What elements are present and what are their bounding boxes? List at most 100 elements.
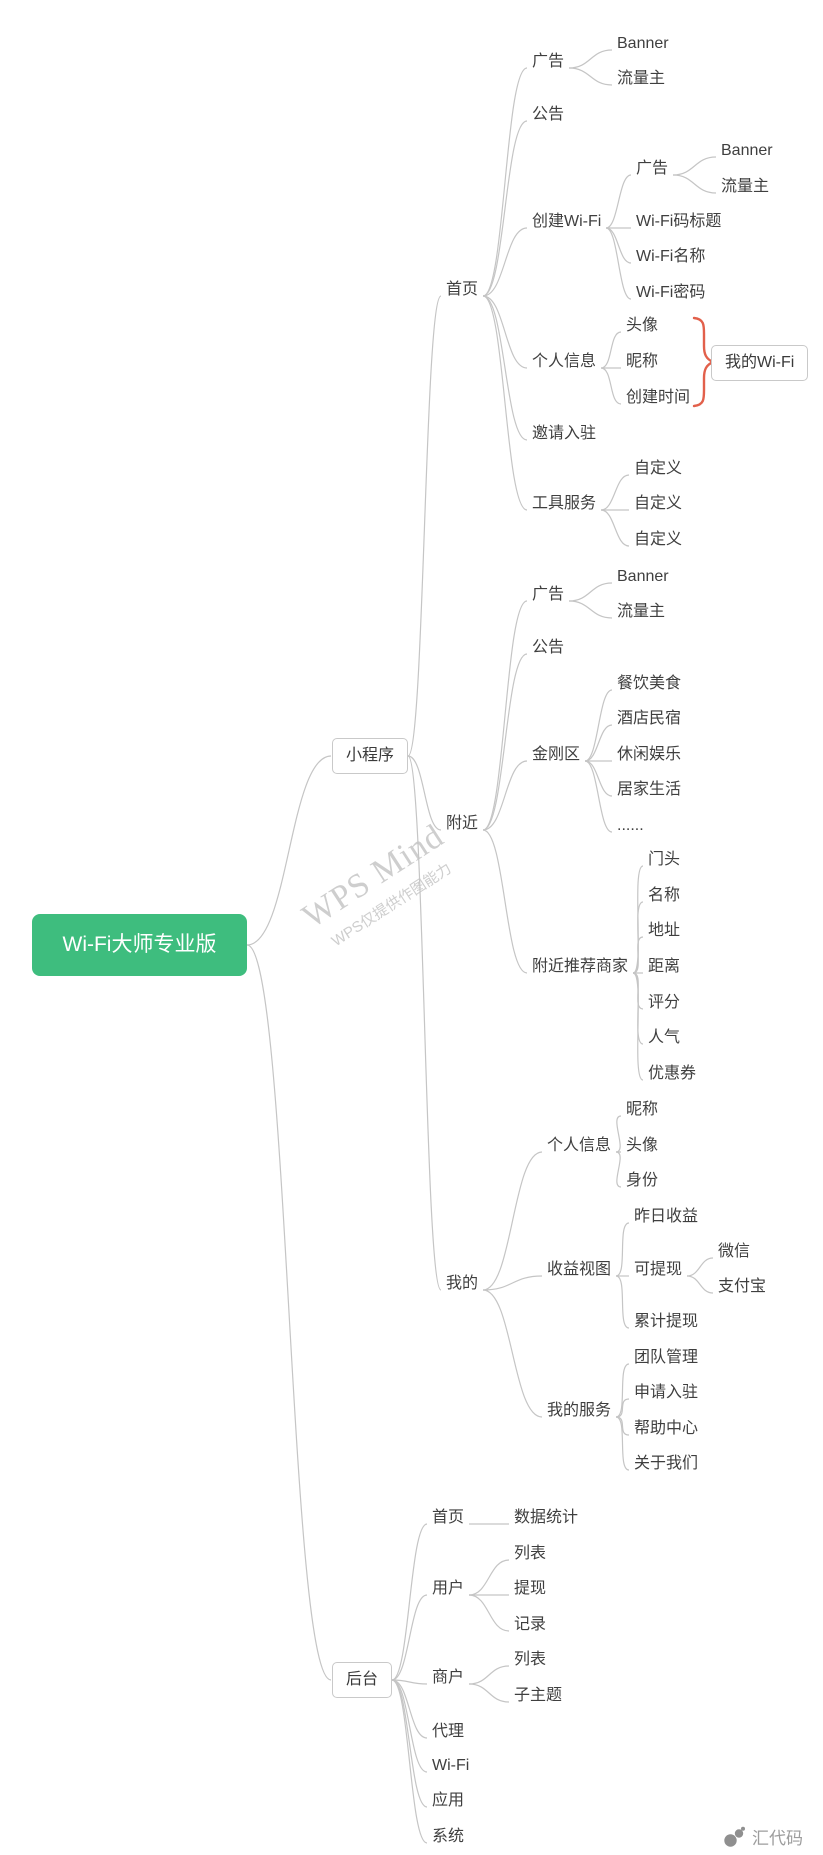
node-nearby-merchants[interactable]: 附近推荐商家 <box>532 958 629 975</box>
node-home-ad-traffic[interactable]: 流量主 <box>617 70 666 87</box>
node-home-create-wifi[interactable]: 创建Wi-Fi <box>532 213 602 230</box>
node-backend-agent[interactable]: 代理 <box>432 1723 465 1740</box>
node-merchant-score[interactable]: 评分 <box>648 994 681 1011</box>
node-home-tools[interactable]: 工具服务 <box>532 495 597 512</box>
node-home-invite[interactable]: 邀请入驻 <box>532 425 597 442</box>
node-create-wifi-password[interactable]: Wi-Fi密码 <box>636 284 706 301</box>
node-users-withdraw[interactable]: 提现 <box>514 1580 547 1597</box>
node-backend-system[interactable]: 系统 <box>432 1828 465 1845</box>
node-diamond-fun[interactable]: 休闲娱乐 <box>617 746 682 763</box>
node-mine-avatar[interactable]: 头像 <box>626 1137 659 1154</box>
node-backend-merchants[interactable]: 商户 <box>432 1669 465 1686</box>
node-home-ad-banner[interactable]: Banner <box>617 35 669 52</box>
edge <box>632 972 644 1010</box>
node-merchant-name[interactable]: 名称 <box>648 887 681 904</box>
node-users-list[interactable]: 列表 <box>514 1545 547 1562</box>
node-nearby-ad-traffic[interactable]: 流量主 <box>617 603 666 620</box>
edge <box>584 724 613 762</box>
node-profile-created[interactable]: 创建时间 <box>626 389 691 406</box>
node-mine-services[interactable]: 我的服务 <box>547 1402 612 1419</box>
node-diamond-hotel[interactable]: 酒店民宿 <box>617 710 682 727</box>
edge <box>672 174 717 194</box>
node-diamond-more[interactable]: ...... <box>617 817 644 834</box>
node-withdraw-wechat[interactable]: 微信 <box>718 1243 751 1260</box>
node-nearby-notice[interactable]: 公告 <box>532 639 565 656</box>
node-services-team[interactable]: 团队管理 <box>634 1349 699 1366</box>
node-create-wifi-name[interactable]: Wi-Fi名称 <box>636 248 706 265</box>
node-mine-revenue[interactable]: 收益视图 <box>547 1261 612 1278</box>
node-profile-avatar[interactable]: 头像 <box>626 317 659 334</box>
edge <box>615 1416 630 1471</box>
node-backend-wifi[interactable]: Wi-Fi <box>432 1757 470 1774</box>
node-create-wifi-code-title[interactable]: Wi-Fi码标题 <box>636 213 722 230</box>
node-users-records[interactable]: 记录 <box>514 1616 547 1633</box>
edge <box>482 600 528 831</box>
node-nearby-diamond[interactable]: 金刚区 <box>532 746 581 763</box>
node-merchant-distance[interactable]: 距离 <box>648 958 681 975</box>
node-mine-profile[interactable]: 个人信息 <box>547 1137 612 1154</box>
edge <box>632 972 644 1045</box>
node-revenue-total[interactable]: 累计提现 <box>634 1313 699 1330</box>
node-merchant-popularity[interactable]: 人气 <box>648 1029 681 1046</box>
node-my-wifi-summary[interactable]: 我的Wi-Fi <box>711 345 809 381</box>
edge <box>391 1679 428 1739</box>
edge <box>632 972 644 1081</box>
node-mini-home[interactable]: 首页 <box>446 281 479 298</box>
node-tools-custom-3[interactable]: 自定义 <box>634 531 683 548</box>
edge <box>605 174 632 229</box>
node-backend-app[interactable]: 应用 <box>432 1792 465 1809</box>
node-home-ad[interactable]: 广告 <box>532 53 565 70</box>
edge <box>568 67 613 86</box>
node-services-help[interactable]: 帮助中心 <box>634 1420 699 1437</box>
edge <box>482 295 528 441</box>
node-nearby-ad-banner[interactable]: Banner <box>617 568 669 585</box>
node-tools-custom-2[interactable]: 自定义 <box>634 495 683 512</box>
node-merchant-coupon[interactable]: 优惠券 <box>648 1065 697 1082</box>
edge <box>672 156 717 176</box>
edge <box>482 1275 543 1291</box>
node-backend-stats[interactable]: 数据统计 <box>514 1509 579 1526</box>
node-create-ad-traffic[interactable]: 流量主 <box>721 178 770 195</box>
edge <box>246 944 332 1681</box>
node-create-ad-banner[interactable]: Banner <box>721 142 773 159</box>
node-mine-identity[interactable]: 身份 <box>626 1172 659 1189</box>
node-diamond-food[interactable]: 餐饮美食 <box>617 675 682 692</box>
node-root[interactable]: Wi-Fi大师专业版 <box>32 914 247 976</box>
node-merchant-address[interactable]: 地址 <box>648 922 681 939</box>
edge <box>482 295 528 369</box>
node-backend[interactable]: 后台 <box>332 1662 393 1698</box>
node-create-ad[interactable]: 广告 <box>636 160 669 177</box>
edge <box>482 295 528 511</box>
node-diamond-home[interactable]: 居家生活 <box>617 781 682 798</box>
brand-name: 汇代码 <box>752 1829 803 1848</box>
node-merchants-subtopic[interactable]: 子主题 <box>514 1687 563 1704</box>
node-home-notice[interactable]: 公告 <box>532 106 565 123</box>
node-nearby-ad[interactable]: 广告 <box>532 586 565 603</box>
node-services-apply[interactable]: 申请入驻 <box>634 1384 699 1401</box>
node-services-about[interactable]: 关于我们 <box>634 1455 699 1472</box>
node-backend-users[interactable]: 用户 <box>432 1580 465 1597</box>
node-mini-mine[interactable]: 我的 <box>446 1275 479 1292</box>
node-profile-nickname[interactable]: 昵称 <box>626 353 659 370</box>
node-revenue-withdrawable[interactable]: 可提现 <box>634 1261 683 1278</box>
node-withdraw-alipay[interactable]: 支付宝 <box>718 1278 767 1295</box>
node-revenue-yesterday[interactable]: 昨日收益 <box>634 1208 699 1225</box>
node-home-profile[interactable]: 个人信息 <box>532 353 597 370</box>
edge <box>686 1257 714 1277</box>
node-backend-home[interactable]: 首页 <box>432 1509 465 1526</box>
node-merchant-front[interactable]: 门头 <box>648 851 681 868</box>
edge <box>584 689 613 762</box>
node-mine-nickname[interactable]: 昵称 <box>626 1101 659 1118</box>
edge <box>391 1594 428 1681</box>
edge <box>482 1289 543 1418</box>
node-merchants-list[interactable]: 列表 <box>514 1651 547 1668</box>
brand-logo-icon <box>724 1826 745 1847</box>
node-miniprogram[interactable]: 小程序 <box>332 738 409 774</box>
edge <box>468 1594 510 1632</box>
edge <box>568 582 613 602</box>
edge <box>391 1679 428 1844</box>
node-mini-nearby[interactable]: 附近 <box>446 815 479 832</box>
node-tools-custom-1[interactable]: 自定义 <box>634 460 683 477</box>
edge <box>568 49 613 69</box>
edge <box>632 865 644 974</box>
